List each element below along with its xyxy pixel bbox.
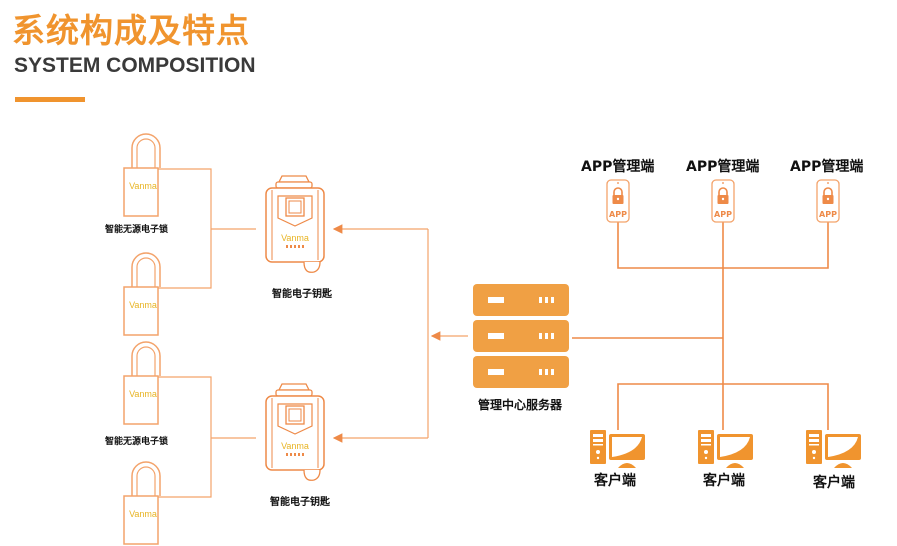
client-label: 客户端 bbox=[813, 475, 855, 491]
server-label: 管理中心服务器 bbox=[478, 398, 563, 412]
desktop-computer-icon bbox=[590, 430, 645, 468]
app-label: APP管理端 bbox=[790, 159, 864, 175]
app-badge: APP bbox=[714, 210, 732, 219]
lock-brand: Vanma bbox=[129, 389, 157, 399]
client-label: 客户端 bbox=[594, 473, 636, 489]
electronic-key-icon bbox=[265, 383, 325, 482]
lock-brand: Vanma bbox=[129, 509, 157, 519]
padlock-icon bbox=[123, 252, 161, 336]
client-label: 客户端 bbox=[703, 473, 745, 489]
app-label: APP管理端 bbox=[686, 159, 760, 175]
server-icon bbox=[473, 284, 569, 388]
page-title: 系统构成及特点 bbox=[12, 11, 250, 50]
key-label: 智能电子钥匙 bbox=[270, 497, 330, 508]
lock-brand: Vanma bbox=[129, 181, 157, 191]
lock-brand: Vanma bbox=[129, 300, 157, 310]
key-label: 智能电子钥匙 bbox=[272, 289, 332, 300]
key-brand: Vanma bbox=[281, 441, 309, 451]
electronic-key-icon bbox=[265, 175, 325, 274]
key-brand: Vanma bbox=[281, 233, 309, 243]
network-trunk bbox=[572, 222, 829, 430]
app-badge: APP bbox=[819, 210, 837, 219]
padlock-icon bbox=[123, 341, 161, 425]
lock-group-label: 智能无源电子锁 bbox=[105, 225, 169, 235]
lock-connectors bbox=[158, 168, 256, 498]
lock-group-label: 智能无源电子锁 bbox=[105, 437, 169, 447]
app-badge: APP bbox=[609, 210, 627, 219]
title-underline bbox=[15, 97, 85, 102]
desktop-computer-icon bbox=[698, 430, 753, 468]
app-label: APP管理端 bbox=[581, 159, 655, 175]
desktop-computer-icon bbox=[806, 430, 861, 468]
padlock-icon bbox=[123, 461, 161, 545]
page-subtitle: SYSTEM COMPOSITION bbox=[14, 54, 256, 77]
padlock-icon bbox=[123, 133, 161, 217]
server-key-connectors bbox=[332, 224, 468, 443]
